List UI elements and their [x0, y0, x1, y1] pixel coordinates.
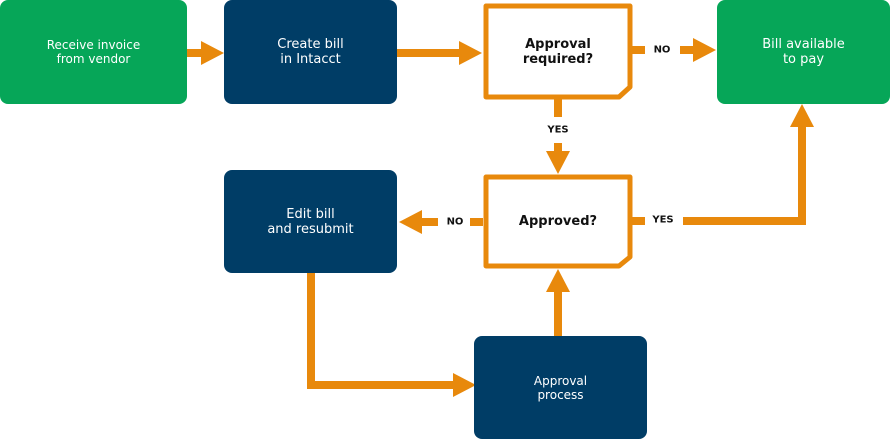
- create-bill-label: Create bill in Intacct: [277, 37, 344, 67]
- approved-decision: Approved?: [486, 177, 630, 266]
- arrow-receive-to-create-head: [201, 41, 224, 65]
- arrow-no-top-head: [693, 38, 716, 62]
- arrow-edit-to-process-line: [307, 273, 455, 389]
- edge-label-yes-right: YES: [652, 214, 674, 226]
- arrow-yes-right-head: [790, 104, 814, 127]
- approval-required-outline: [483, 3, 633, 100]
- edit-bill-node: Edit bill and resubmit: [224, 170, 397, 273]
- arrow-yes-right-line-b: [683, 125, 806, 225]
- edge-label-no-left: NO: [446, 216, 464, 228]
- receive-invoice-node: Receive invoice from vendor: [0, 0, 187, 104]
- approval-required-decision: Approval required?: [486, 6, 630, 97]
- approved-label: Approved?: [518, 214, 598, 229]
- bill-available-node: Bill available to pay: [717, 0, 890, 104]
- edit-bill-label: Edit bill and resubmit: [267, 206, 354, 237]
- approval-required-label: Approval required?: [522, 36, 594, 67]
- approval-process-node: Approval process: [474, 336, 647, 439]
- approval-process-label: Approval process: [533, 373, 588, 402]
- arrow-process-to-approved-head: [546, 269, 570, 292]
- arrow-edit-to-process-head: [453, 373, 476, 397]
- create-bill-node: Create bill in Intacct: [224, 0, 397, 104]
- bill-available-label: Bill available to pay: [762, 37, 845, 67]
- approved-outline: [483, 174, 633, 269]
- arrow-create-to-decision-head: [459, 41, 482, 65]
- edge-label-yes-down: YES: [547, 124, 569, 136]
- arrow-no-left-head: [399, 210, 422, 234]
- receive-invoice-label: Receive invoice from vendor: [46, 38, 141, 66]
- edge-label-no-top: NO: [653, 44, 671, 56]
- arrow-yes-down-head: [546, 151, 570, 174]
